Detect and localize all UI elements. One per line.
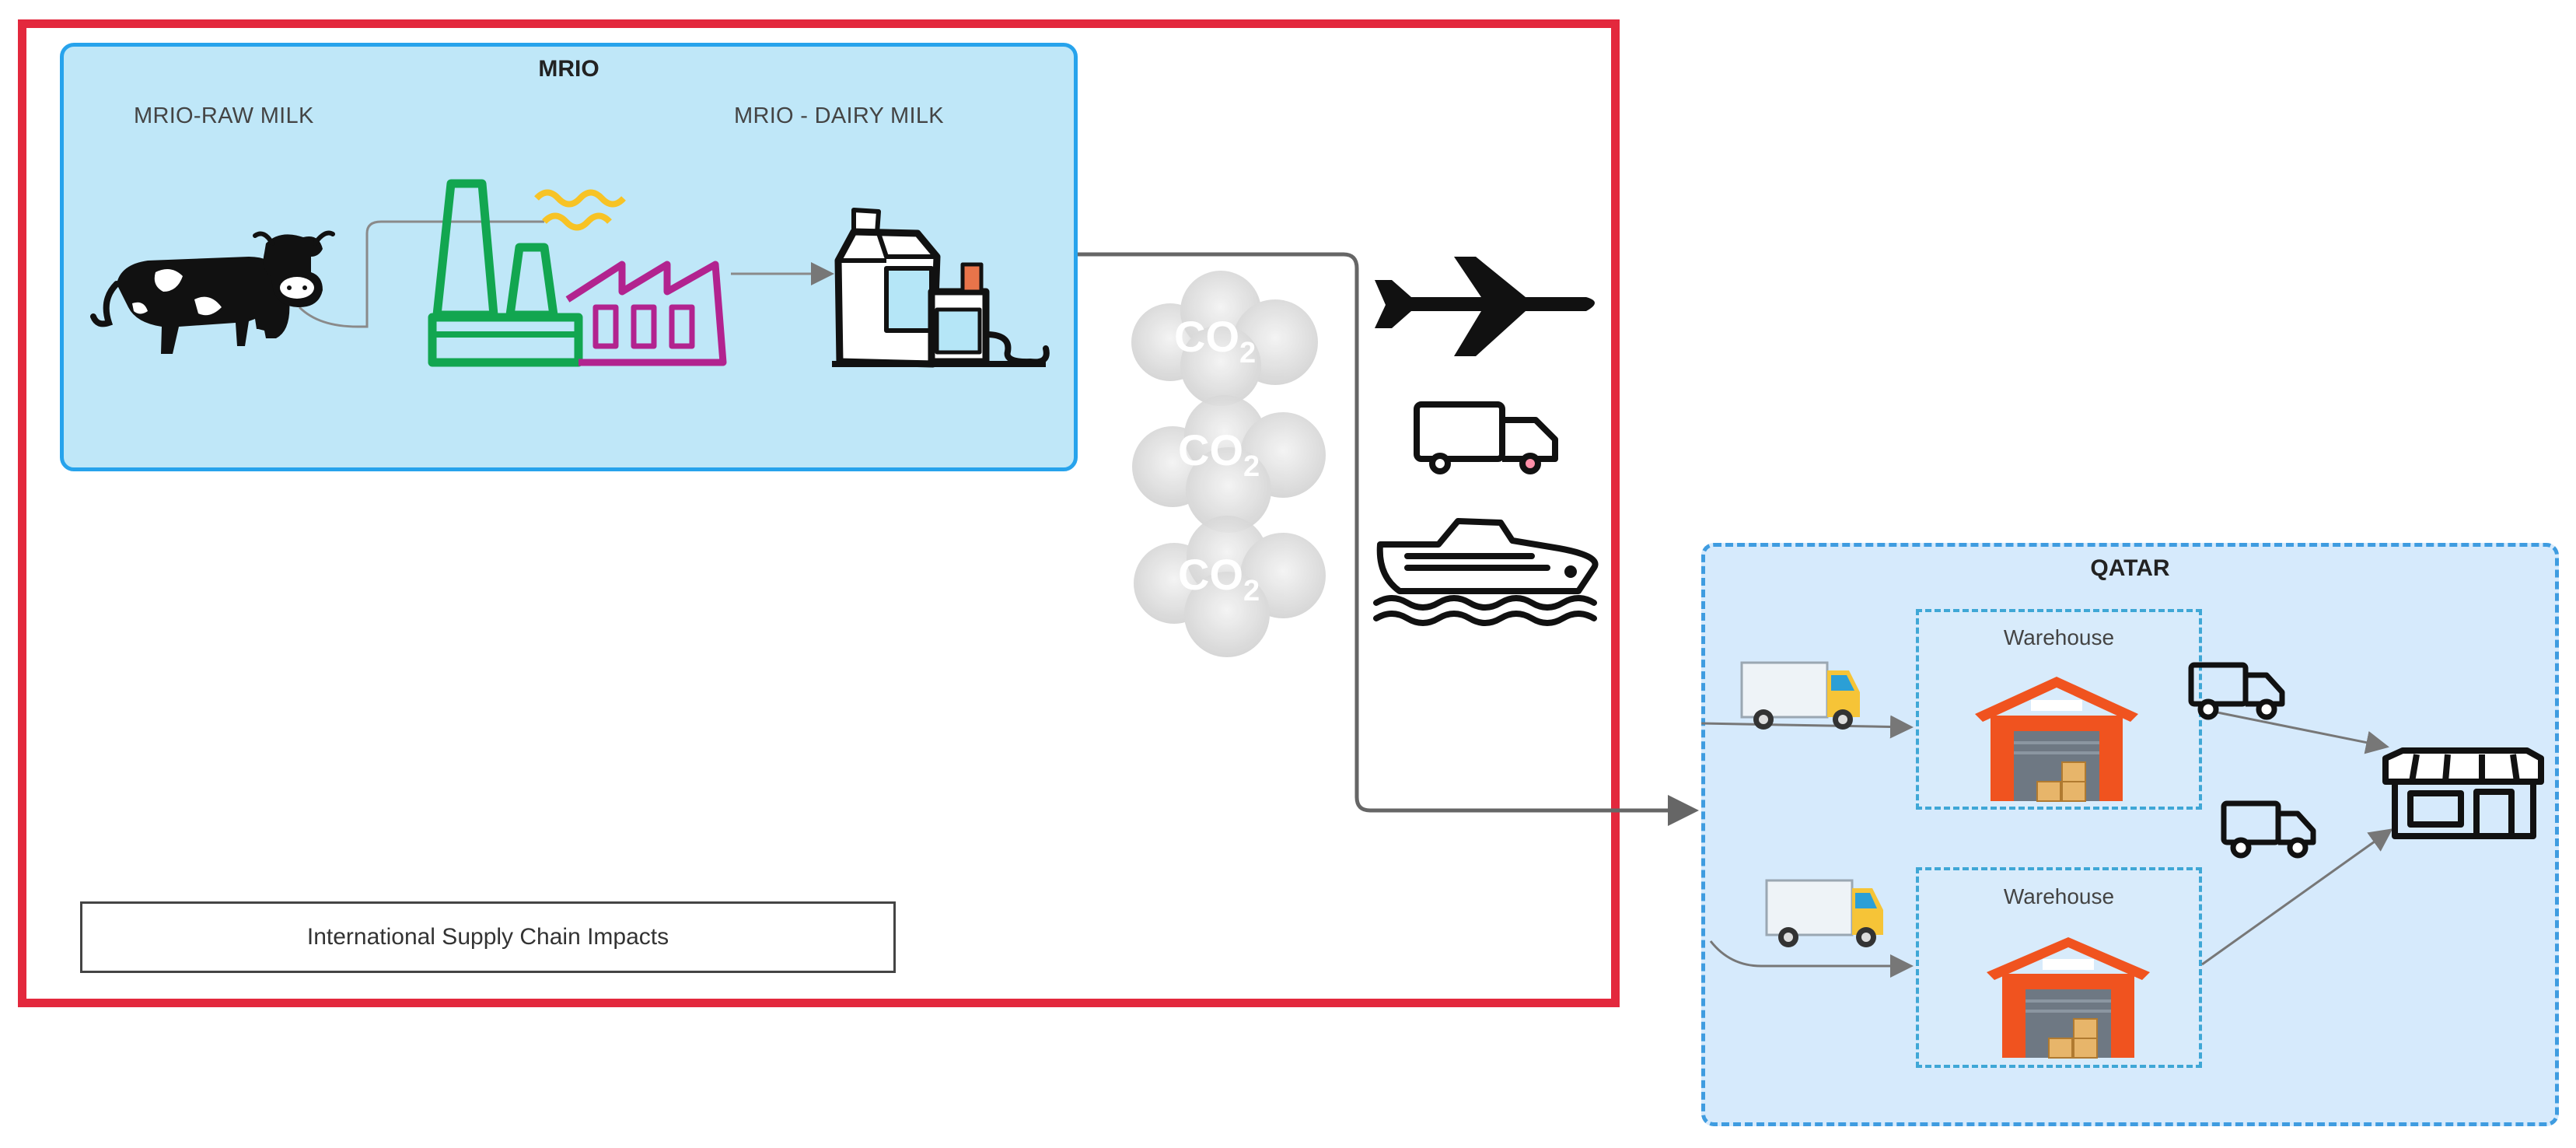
airplane-icon: [1375, 257, 1595, 356]
co2-label-2: CO: [1178, 425, 1243, 474]
inbound-truck-2-arrow: [1709, 940, 1914, 978]
cargo-ship-icon: [1373, 518, 1599, 626]
truck-outline-icon: [1414, 401, 1558, 474]
dairy-milk-label: MRIO - DAIRY MILK: [734, 103, 944, 128]
milk-cartons-icon: [832, 208, 1050, 368]
supply-chain-impacts-text: International Supply Chain Impacts: [306, 924, 669, 950]
raw-milk-label: MRIO-RAW MILK: [134, 103, 314, 128]
co2-label-1: CO: [1174, 312, 1239, 361]
mrio-title: MRIO: [538, 56, 599, 82]
export-route-arrow: [1078, 252, 1699, 826]
warehouse-1-to-store-arrow: [2201, 708, 2389, 754]
co2-sub-3: 2: [1243, 575, 1260, 607]
raw-milk-to-factory-connector: [298, 220, 544, 328]
cow-icon: [90, 230, 335, 354]
truck-outline-icon: [2221, 800, 2316, 859]
svg-text:CO2: CO2: [1178, 550, 1260, 607]
warehouse-2-label: Warehouse: [2003, 884, 2115, 908]
inbound-truck-1-arrow: [1700, 715, 1914, 739]
truck-outline-icon: [2188, 662, 2285, 720]
delivery-truck-icon: [1740, 661, 1860, 730]
factory-icon: [428, 179, 727, 367]
warehouse-icon: [1975, 677, 2138, 802]
co2-labels: CO2 CO2 CO2: [1174, 312, 1260, 607]
co2-label-3: CO: [1178, 550, 1243, 599]
warehouse-2-to-store-arrow: [2201, 828, 2393, 966]
delivery-truck-icon: [1765, 879, 1883, 947]
co2-cloud-icon: [1131, 271, 1326, 657]
svg-text:CO2: CO2: [1174, 312, 1256, 369]
co2-sub-2: 2: [1243, 450, 1260, 483]
qatar-title: QATAR: [2090, 555, 2170, 581]
store-icon: [2382, 747, 2544, 839]
svg-text:CO2: CO2: [1178, 425, 1260, 483]
supply-chain-impacts-label: International Supply Chain Impacts: [80, 901, 896, 973]
co2-sub-1: 2: [1239, 337, 1256, 369]
warehouse-icon: [1987, 937, 2150, 1059]
warehouse-1-label: Warehouse: [2003, 625, 2115, 649]
international-boundary-frame: [18, 19, 1620, 1007]
